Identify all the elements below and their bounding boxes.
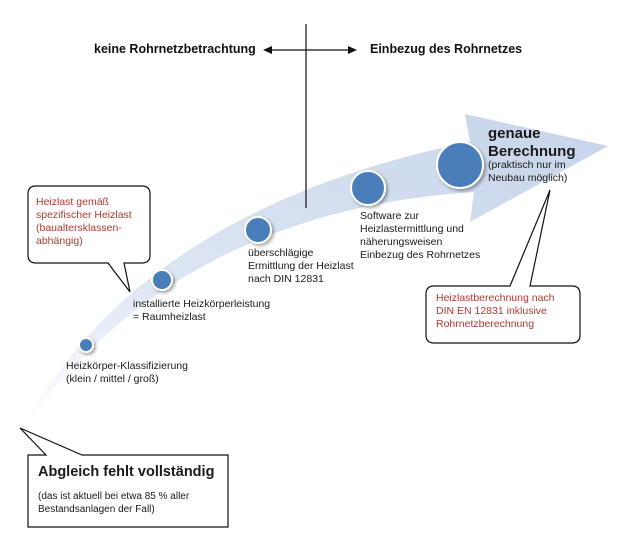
stage-label-1: Heizkörper-Klassifizierung (klein / mitt… (66, 360, 188, 385)
callout-right-text: Heizlastberechnung nach DIN EN 12831 ink… (436, 292, 555, 330)
header-right-label: Einbezug des Rohrnetzes (370, 42, 523, 56)
progress-arrow (22, 114, 608, 430)
callout-bottom-shape (19, 427, 229, 528)
callout-top-left-text: Heizlast gemäß spezifischer Heizlast (ba… (36, 196, 132, 247)
stage-circle-5 (436, 141, 484, 189)
header-left-label: keine Rohrnetzbetrachtung (94, 42, 256, 56)
callout-bottom-text: (das ist aktuell bei etwa 85 % aller Bes… (38, 491, 190, 515)
stage-title-5: genaue Berechnung (488, 125, 576, 160)
stage-label-5: (praktisch nur im Neubau möglich) (488, 159, 568, 184)
stage-label-4: Software zur Heizlastermittlung und nähe… (360, 210, 481, 261)
callout-top-left-shape (27, 185, 151, 293)
stage-circle-4 (350, 170, 386, 206)
header-arrowhead-right (348, 46, 357, 54)
stage-label-3: überschlägige Ermittlung der Heizlast na… (248, 247, 354, 285)
stage-circle-2 (151, 269, 173, 291)
stage-circle-3 (244, 216, 272, 244)
stage-label-2: installierte Heizkörperleistung = Raumhe… (133, 298, 271, 323)
callout-right-shape (425, 189, 581, 344)
header-arrowhead-left (263, 46, 272, 54)
stage-circle-1 (78, 337, 94, 353)
callout-bottom-title: Abgleich fehlt vollständig (38, 464, 215, 480)
